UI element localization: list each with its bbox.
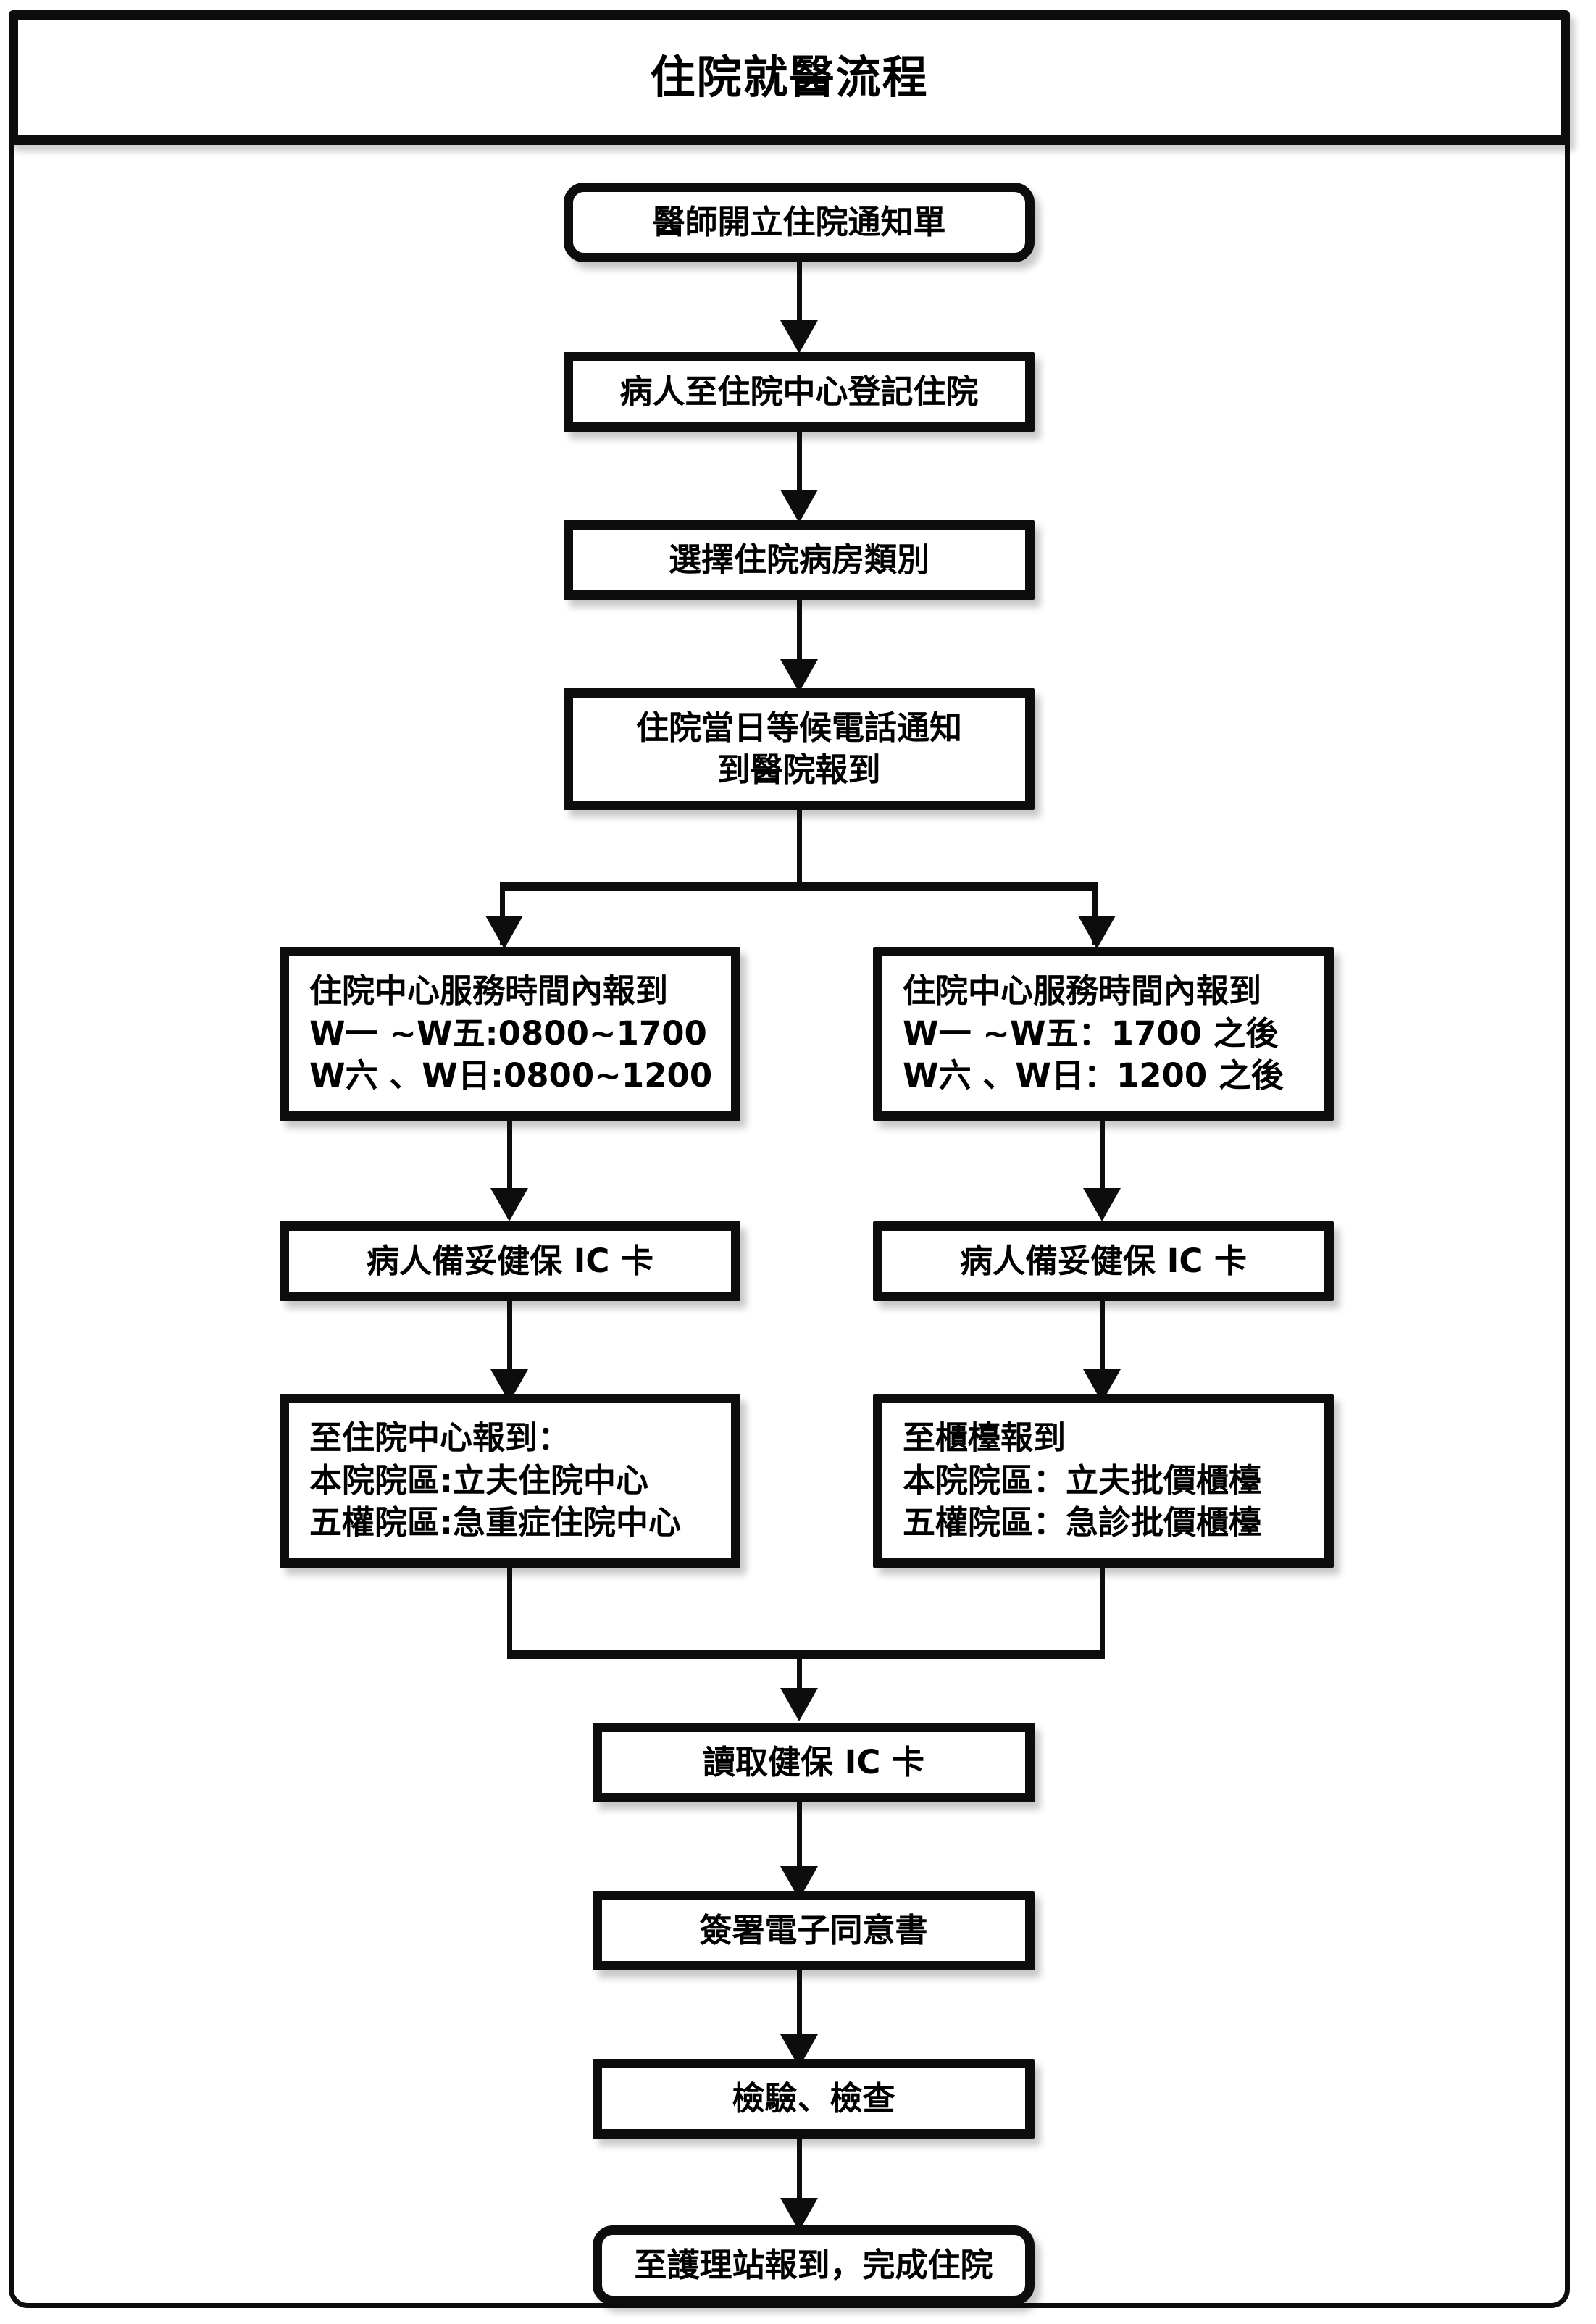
connector-left1-left2 — [507, 1121, 512, 1200]
node-lab-and-exams: 檢驗、檢查 — [593, 2059, 1035, 2139]
node-patient-registers-at-admission-center: 病人至住院中心登記住院 — [564, 352, 1035, 432]
node-line: 本院院區：立夫批價櫃檯 — [903, 1460, 1262, 1500]
arrow-n3-n4 — [780, 659, 818, 693]
node-line: 簽署電子同意書 — [699, 1910, 928, 1949]
connector-right1-right2 — [1100, 1121, 1105, 1200]
node-line: 五權院區:急重症住院中心 — [309, 1503, 681, 1542]
node-line: 住院中心服務時間內報到 — [903, 971, 1262, 1011]
connector-split-left-drop — [500, 882, 505, 945]
node-line: 至住院中心報到： — [309, 1418, 571, 1458]
node-left-service-hours: 住院中心服務時間內報到 W一 ~W五:0800~1700 W六 、W日:0800… — [280, 947, 740, 1121]
node-line: 病人備妥健保 IC 卡 — [366, 1241, 654, 1280]
node-report-to-nursing-station: 至護理站報到，完成住院 — [593, 2225, 1035, 2305]
node-select-ward-type: 選擇住院病房類別 — [564, 520, 1035, 600]
connector-n5-n6 — [797, 1802, 802, 1878]
connector-split-stem — [797, 810, 802, 887]
connector-merge-right-riser — [1100, 1568, 1105, 1658]
connector-merge-stem — [797, 1650, 802, 1715]
node-wait-for-phone-notice: 住院當日等候電話通知 到醫院報到 — [564, 688, 1035, 810]
node-right-service-hours: 住院中心服務時間內報到 W一 ~W五：1700 之後 W六 、W日：1200 之… — [873, 947, 1334, 1121]
connector-split-bar — [500, 882, 1098, 891]
node-line: 五權院區：急診批價櫃檯 — [903, 1503, 1262, 1542]
node-line: 至護理站報到，完成住院 — [634, 2245, 993, 2284]
node-line: W一 ~W五:0800~1700 — [309, 1013, 707, 1053]
connector-split-right-drop — [1092, 882, 1098, 945]
node-line: W一 ~W五：1700 之後 — [903, 1013, 1279, 1053]
node-doctor-issues-admission-notice: 醫師開立住院通知單 — [564, 183, 1035, 262]
node-right-prepare-nhi-card: 病人備妥健保 IC 卡 — [873, 1221, 1334, 1301]
node-sign-electronic-consent: 簽署電子同意書 — [593, 1891, 1035, 1970]
connector-n6-n7 — [797, 1970, 802, 2047]
arrow-left1-left2 — [490, 1188, 528, 1221]
node-right-report-to-counter: 至櫃檯報到 本院院區：立夫批價櫃檯 五權院區：急診批價櫃檯 — [873, 1394, 1334, 1568]
page-title: 住院就醫流程 — [650, 51, 929, 104]
node-left-prepare-nhi-card: 病人備妥健保 IC 卡 — [280, 1221, 740, 1301]
node-line: 至櫃檯報到 — [903, 1418, 1066, 1458]
connector-right2-right3 — [1100, 1301, 1105, 1381]
connector-n2-n3 — [797, 432, 802, 501]
node-line: 檢驗、檢查 — [732, 2078, 895, 2118]
connector-merge-bar — [507, 1650, 1105, 1659]
connector-n1-n2 — [797, 262, 802, 331]
node-line: 住院中心服務時間內報到 — [309, 971, 669, 1011]
connector-n3-n4 — [797, 600, 802, 672]
connector-n7-n8 — [797, 2139, 802, 2211]
node-line: 本院院區:立夫住院中心 — [309, 1460, 648, 1500]
arrow-n2-n3 — [780, 490, 818, 523]
node-read-nhi-card: 讀取健保 IC 卡 — [593, 1723, 1035, 1802]
node-line: 住院當日等候電話通知 — [635, 708, 962, 747]
node-line: 到醫院報到 — [717, 751, 881, 789]
arrow-n1-n2 — [780, 320, 818, 354]
title-bar: 住院就醫流程 — [9, 10, 1570, 145]
node-line: 醫師開立住院通知單 — [652, 202, 946, 241]
arrow-right1-right2 — [1083, 1188, 1121, 1221]
node-line: W六 、W日:0800~1200 — [309, 1056, 713, 1095]
node-line: W六 、W日：1200 之後 — [903, 1056, 1284, 1095]
arrow-split-left — [485, 916, 523, 949]
arrow-split-right — [1078, 916, 1116, 949]
node-line: 病人備妥健保 IC 卡 — [959, 1241, 1248, 1280]
node-left-report-to-admission-center: 至住院中心報到： 本院院區:立夫住院中心 五權院區:急重症住院中心 — [280, 1394, 740, 1568]
connector-merge-left-riser — [507, 1568, 512, 1658]
node-line: 讀取健保 IC 卡 — [702, 1742, 925, 1781]
node-line: 選擇住院病房類別 — [668, 540, 929, 579]
arrow-merge-n5 — [780, 1688, 818, 1721]
node-line: 病人至住院中心登記住院 — [619, 372, 979, 411]
connector-left2-left3 — [507, 1301, 512, 1381]
